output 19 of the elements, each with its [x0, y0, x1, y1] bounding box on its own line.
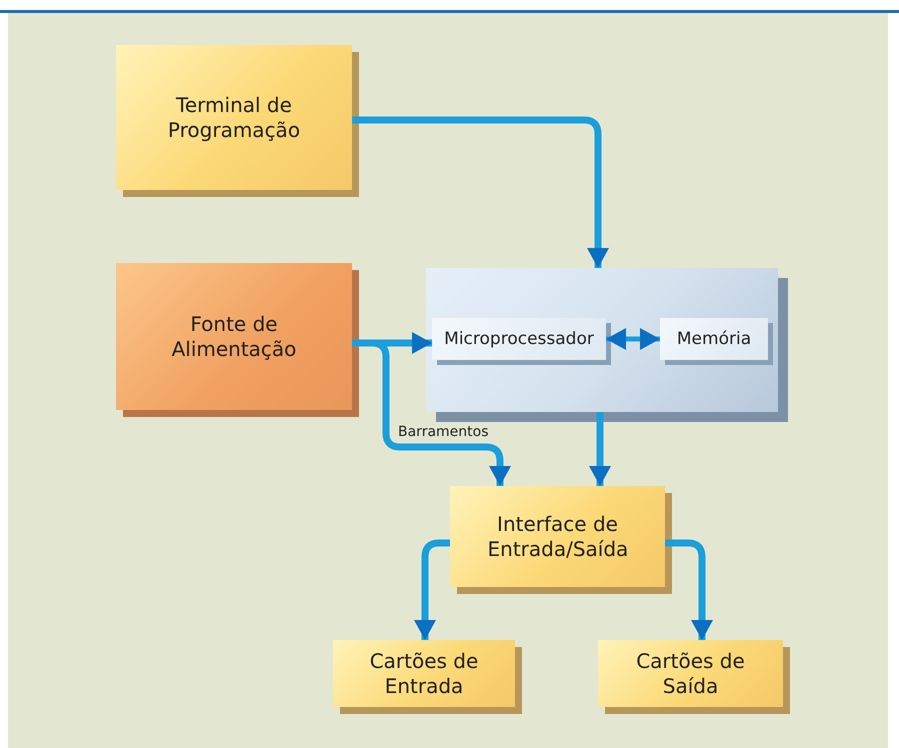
arrow: [665, 540, 713, 640]
box-label: Interface de Entrada/Saída: [488, 512, 628, 561]
cpu-panel: [426, 268, 778, 412]
output-cards-box: [598, 640, 783, 707]
box-label: Memória: [676, 328, 752, 350]
input-cards-box: [333, 640, 515, 707]
box-label: Fonte de Alimentação: [170, 312, 298, 361]
arrow: [589, 412, 611, 486]
arrow: [352, 116, 609, 268]
interface-box: [450, 486, 665, 587]
arrow: [606, 328, 660, 350]
box-label: Cartões de Saída: [635, 649, 746, 698]
box-label: Terminal de Programação: [166, 93, 302, 142]
microprocessor-box: [432, 318, 606, 360]
power-supply-box: [116, 263, 352, 410]
box-label: Microprocessador: [444, 328, 594, 350]
memory-box: [660, 318, 768, 360]
terminal-box: [116, 45, 352, 190]
box-label: Cartões de Entrada: [368, 649, 480, 698]
